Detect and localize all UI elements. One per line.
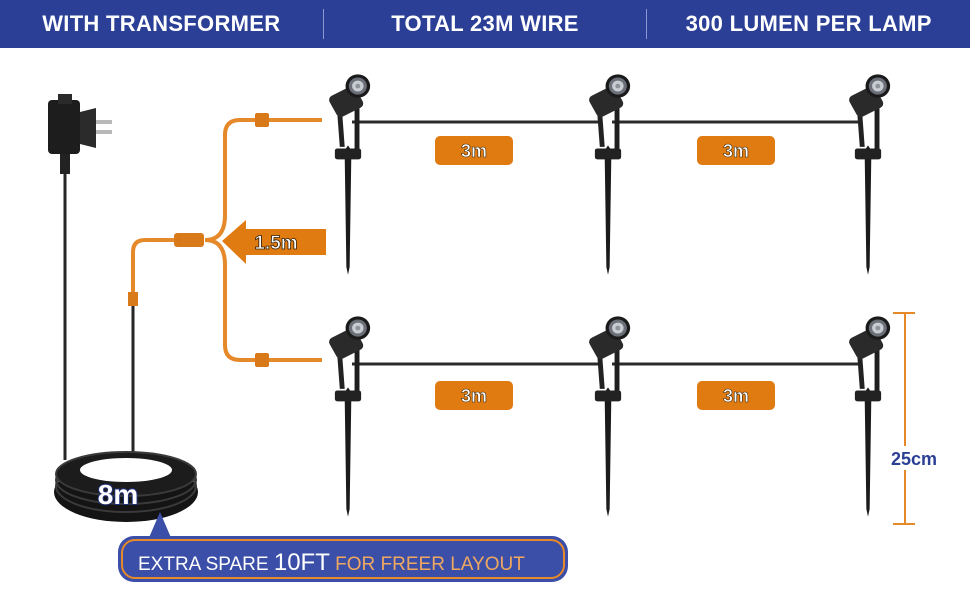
svg-text:3m: 3m xyxy=(723,386,749,406)
spacing-badge-top-2: 3m xyxy=(697,136,775,165)
branch-wiring xyxy=(131,118,322,362)
callout-text-3: FOR FREER LAYOUT xyxy=(330,554,525,575)
wire-connector-bottom xyxy=(255,353,269,367)
svg-text:EXTRA SPARE 10FT FOR FREER LAY: EXTRA SPARE 10FT FOR FREER LAYOUT xyxy=(138,549,525,576)
height-label-bg xyxy=(882,446,942,470)
header-item-transformer: WITH TRANSFORMER xyxy=(42,11,281,36)
cable-coil-icon: 8m xyxy=(54,451,198,522)
splitter-connector xyxy=(174,233,204,247)
transformer-plug-icon xyxy=(48,94,112,174)
header-divider xyxy=(646,9,648,39)
wire-connector-top xyxy=(255,113,269,127)
branch-length-arrow: 1.5m xyxy=(222,220,326,264)
height-dimension xyxy=(893,312,915,525)
cable-connector xyxy=(128,292,138,306)
spotlight-icon xyxy=(847,316,891,517)
spacing-badge-bottom-1: 3m xyxy=(435,381,513,410)
svg-text:3m: 3m xyxy=(723,141,749,161)
header-item-total-wire: TOTAL 23M WIRE xyxy=(391,11,579,36)
coil-length-label: 8m xyxy=(98,479,138,510)
header-divider xyxy=(322,9,324,39)
spacing-badge-bottom-2: 3m xyxy=(697,381,775,410)
spotlight-icon xyxy=(847,74,891,275)
header-item-lumen: 300 LUMEN PER LAMP xyxy=(685,11,932,36)
header-bar: WITH TRANSFORMER TOTAL 23M WIRE 300 LUME… xyxy=(0,0,970,48)
spotlight-icon xyxy=(327,74,371,275)
spare-length-callout: EXTRA SPARE 10FT FOR FREER LAYOUT xyxy=(118,512,568,582)
spotlight-icon xyxy=(587,74,631,275)
svg-text:3m: 3m xyxy=(461,141,487,161)
svg-text:1.5m: 1.5m xyxy=(254,233,297,254)
spotlight-icon xyxy=(587,316,631,517)
spotlight-icon xyxy=(327,316,371,517)
height-label: 25cm xyxy=(891,449,937,469)
wiring-diagram: 3m 3m 3m 3m 1.5m 25cm 8m EXTRA xyxy=(48,74,942,582)
spacing-badge-top-1: 3m xyxy=(435,136,513,165)
callout-text-2: 10FT xyxy=(274,549,330,576)
svg-text:3m: 3m xyxy=(461,386,487,406)
callout-text-1: EXTRA SPARE xyxy=(138,554,274,575)
